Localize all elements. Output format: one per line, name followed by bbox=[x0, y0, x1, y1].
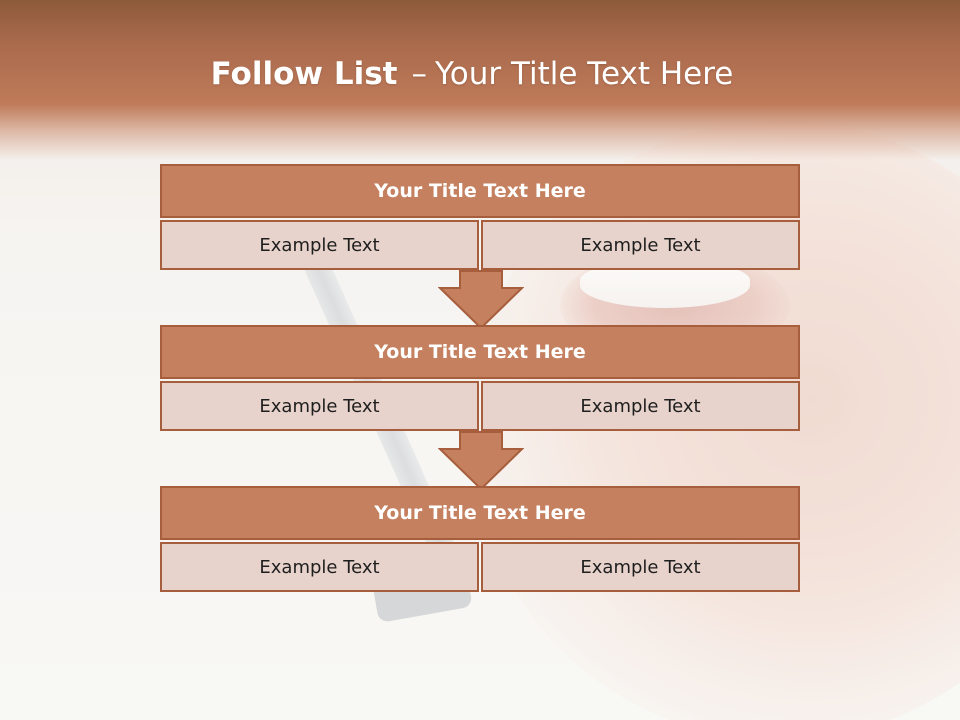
block-title: Your Title Text Here bbox=[160, 164, 800, 218]
block-cell-right: Example Text bbox=[481, 220, 800, 270]
slide-title-rest: Your Title Text Here bbox=[434, 56, 734, 92]
list-block-2: Your Title Text Here Example Text Exampl… bbox=[160, 325, 800, 431]
slide-title: Follow List–Your Title Text Here bbox=[0, 56, 944, 92]
list-block-3: Your Title Text Here Example Text Exampl… bbox=[160, 486, 800, 592]
block-cell-left: Example Text bbox=[160, 542, 479, 592]
block-title: Your Title Text Here bbox=[160, 325, 800, 379]
block-title: Your Title Text Here bbox=[160, 486, 800, 540]
slide-title-bold: Follow List bbox=[210, 56, 398, 92]
block-cell-right: Example Text bbox=[481, 381, 800, 431]
down-arrow-icon bbox=[438, 431, 524, 491]
block-row: Example Text Example Text bbox=[160, 220, 800, 270]
block-row: Example Text Example Text bbox=[160, 542, 800, 592]
block-row: Example Text Example Text bbox=[160, 381, 800, 431]
block-cell-left: Example Text bbox=[160, 220, 479, 270]
list-block-1: Your Title Text Here Example Text Exampl… bbox=[160, 164, 800, 270]
block-cell-left: Example Text bbox=[160, 381, 479, 431]
header-band bbox=[0, 0, 960, 160]
down-arrow-icon bbox=[438, 270, 524, 330]
block-cell-right: Example Text bbox=[481, 542, 800, 592]
slide-title-separator: – bbox=[411, 56, 427, 92]
